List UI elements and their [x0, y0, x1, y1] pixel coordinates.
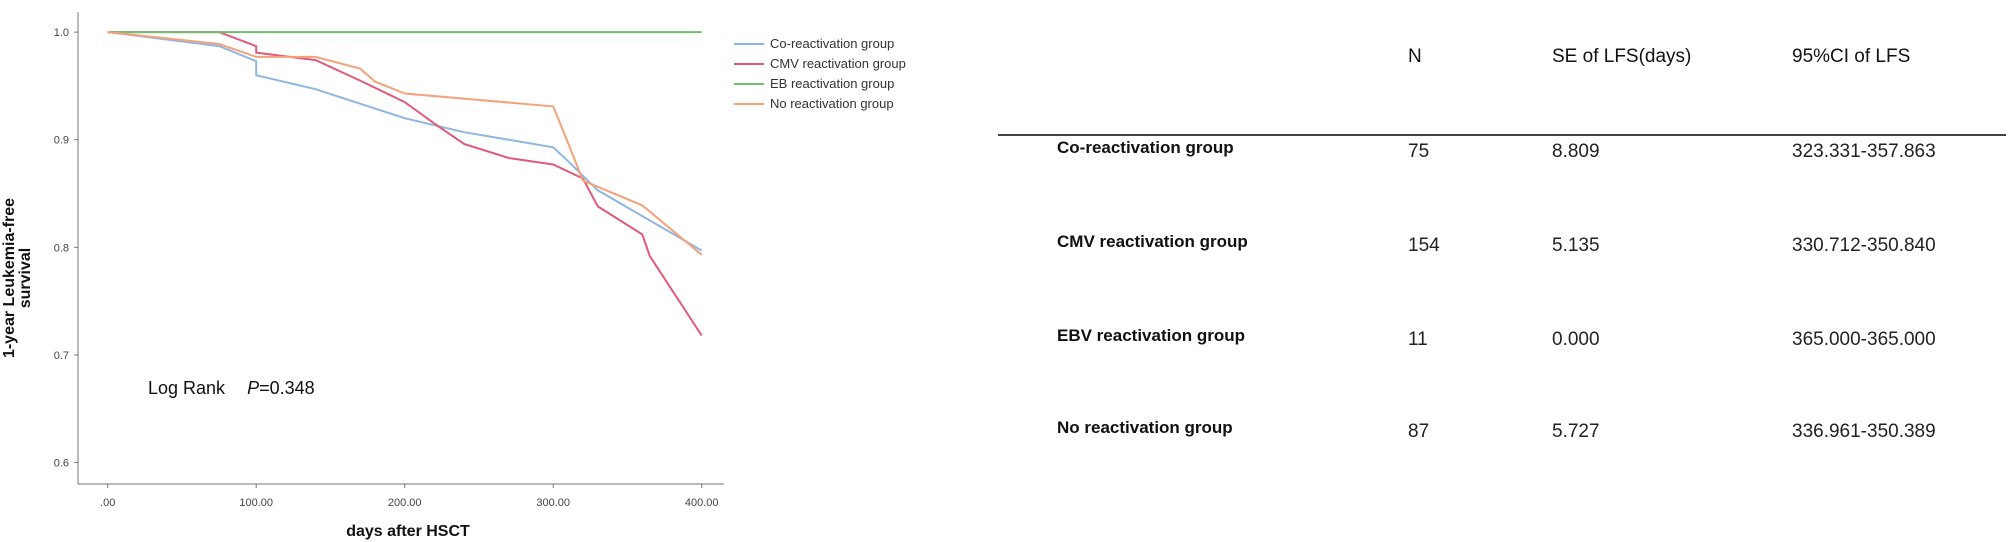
row-group-label: CMV reactivation group	[1057, 232, 1248, 251]
x-axis-title: days after HSCT	[346, 523, 470, 540]
row-se: 0.000	[1552, 329, 1600, 350]
x-axis: .00 100.00 200.00 300.00 400.00	[78, 483, 724, 509]
y-tick-label: 0.8	[54, 242, 69, 254]
row-n: 154	[1408, 235, 1440, 256]
legend-label-eb-reactivation-group: EB reactivation group	[770, 76, 894, 91]
p-symbol: P	[247, 378, 259, 398]
row-group-label: No reactivation group	[1057, 418, 1233, 437]
row-group-label: Co-reactivation group	[1057, 138, 1234, 157]
x-tick-label: 400.00	[685, 497, 719, 509]
row-ci: 336.961-350.389	[1792, 421, 1936, 442]
y-axis-title-line2: survival	[17, 248, 34, 308]
row-n: 11	[1408, 329, 1428, 350]
row-n: 87	[1408, 421, 1430, 442]
row-se: 5.727	[1552, 421, 1600, 442]
x-tick-label: 200.00	[388, 497, 422, 509]
series-lines	[107, 31, 703, 337]
y-axis: 1.0 0.9 0.8 0.7 0.6	[54, 12, 79, 484]
legend-label-no-reactivation-group: No reactivation group	[770, 96, 894, 111]
series-line-cmv-reactivation-group	[107, 31, 703, 337]
row-ci: 365.000-365.000	[1792, 329, 1936, 350]
series-line-co-reactivation-group	[107, 31, 703, 252]
y-tick-label: 0.7	[54, 350, 69, 362]
y-axis-title-line1: 1-year Leukemia-free	[1, 198, 18, 358]
log-rank-annotation: Log Rank P=0.348	[148, 378, 315, 398]
header-se: SE of LFS(days)	[1552, 46, 1692, 67]
y-tick-label: 0.9	[54, 135, 69, 147]
header-ci: 95%CI of LFS	[1792, 46, 1911, 67]
x-tick-label: .00	[100, 497, 115, 509]
row-se: 8.809	[1552, 141, 1600, 162]
row-ci: 330.712-350.840	[1792, 235, 1936, 256]
row-se: 5.135	[1552, 235, 1600, 256]
log-rank-label: Log Rank	[148, 378, 226, 398]
x-tick-label: 300.00	[536, 497, 570, 509]
legend-label-co-reactivation-group: Co-reactivation group	[770, 36, 894, 51]
header-n: N	[1408, 46, 1422, 67]
y-tick-label: 1.0	[54, 27, 69, 39]
row-group-label: EBV reactivation group	[1057, 326, 1245, 345]
row-ci: 323.331-357.863	[1792, 141, 1936, 162]
legend-label-cmv-reactivation-group: CMV reactivation group	[770, 56, 906, 71]
series-line-no-reactivation-group	[107, 31, 703, 256]
survival-chart: 1.0 0.9 0.8 0.7 0.6 .00 100.00 200.00 300.00 400…	[1, 12, 906, 540]
row-n: 75	[1408, 141, 1430, 162]
y-tick-label: 0.6	[54, 457, 69, 469]
p-value: =0.348	[259, 378, 315, 398]
x-tick-label: 100.00	[239, 497, 273, 509]
header-rule	[998, 134, 2006, 136]
